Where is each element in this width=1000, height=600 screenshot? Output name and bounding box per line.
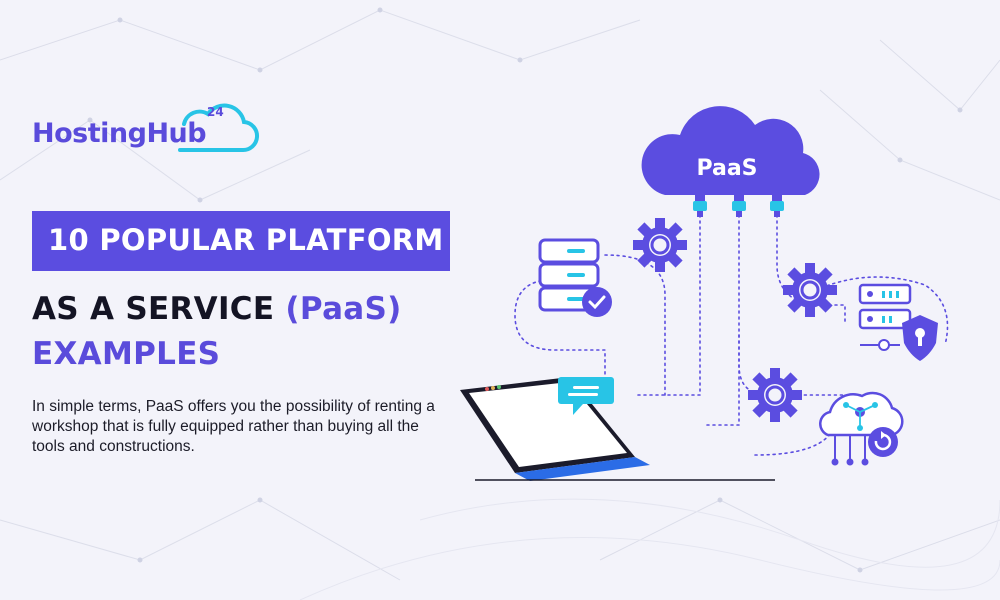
cloud-label: PaaS [696, 156, 757, 181]
gear-icon [633, 218, 687, 272]
laptop-icon [460, 377, 775, 481]
network-cloud-icon [819, 391, 904, 466]
heading-banner: 10 POPULAR PLATFORM [32, 211, 450, 271]
shield-lock-icon [902, 315, 938, 361]
heading-line-3: EXAMPLES [32, 336, 221, 372]
logo-number: 24 [207, 105, 224, 119]
paas-illustration: PaaS [460, 106, 949, 481]
database-icon [538, 238, 600, 312]
brand-logo[interactable]: 24 HostingHub [32, 103, 260, 164]
heading-line-2-accent: (PaaS) [285, 291, 402, 327]
check-icon [582, 287, 612, 317]
heading-line-2: AS A SERVICE (PaaS) [32, 291, 402, 327]
description-text: In simple terms, PaaS offers you the pos… [32, 398, 435, 455]
gear-icon [748, 368, 802, 422]
logo-text-hosting: Hosting [32, 118, 147, 149]
logo-cloud-icon [178, 103, 260, 153]
paas-cloud-icon: PaaS [641, 106, 820, 195]
heading-line-2-prefix: AS A SERVICE [32, 291, 286, 327]
gear-icon [783, 263, 837, 317]
chat-bubble-icon [558, 377, 614, 415]
logo-text-hub: Hub [146, 118, 207, 149]
logo-wordmark: HostingHub [32, 118, 207, 149]
refresh-icon [868, 427, 898, 457]
server-icon [858, 283, 912, 351]
heading-line-1: 10 POPULAR PLATFORM [48, 223, 444, 257]
